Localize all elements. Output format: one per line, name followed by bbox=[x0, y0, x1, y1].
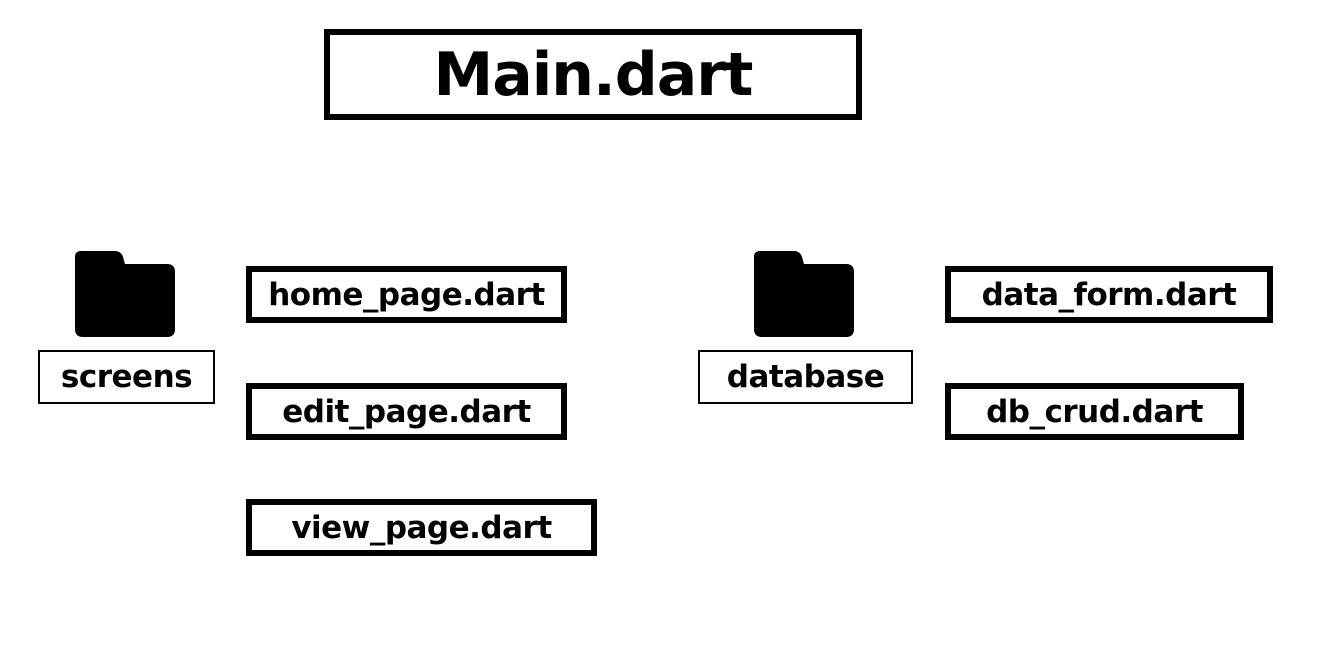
main-dart-box: Main.dart bbox=[324, 29, 862, 120]
file-edit-page: edit_page.dart bbox=[246, 383, 567, 440]
file-name: data_form.dart bbox=[981, 276, 1237, 313]
screens-folder-icon bbox=[75, 251, 175, 337]
database-folder-icon bbox=[754, 251, 854, 337]
file-name: edit_page.dart bbox=[282, 393, 531, 430]
database-folder-name: database bbox=[726, 359, 885, 395]
file-data-form: data_form.dart bbox=[945, 266, 1273, 323]
screens-folder-label: screens bbox=[38, 350, 215, 404]
file-view-page: view_page.dart bbox=[246, 499, 597, 556]
file-name: db_crud.dart bbox=[986, 393, 1203, 430]
file-name: home_page.dart bbox=[268, 276, 545, 313]
database-folder-label: database bbox=[698, 350, 913, 404]
main-dart-label: Main.dart bbox=[433, 39, 754, 110]
file-db-crud: db_crud.dart bbox=[945, 383, 1244, 440]
screens-folder-name: screens bbox=[60, 359, 193, 395]
file-name: view_page.dart bbox=[291, 509, 552, 546]
file-home-page: home_page.dart bbox=[246, 266, 567, 323]
